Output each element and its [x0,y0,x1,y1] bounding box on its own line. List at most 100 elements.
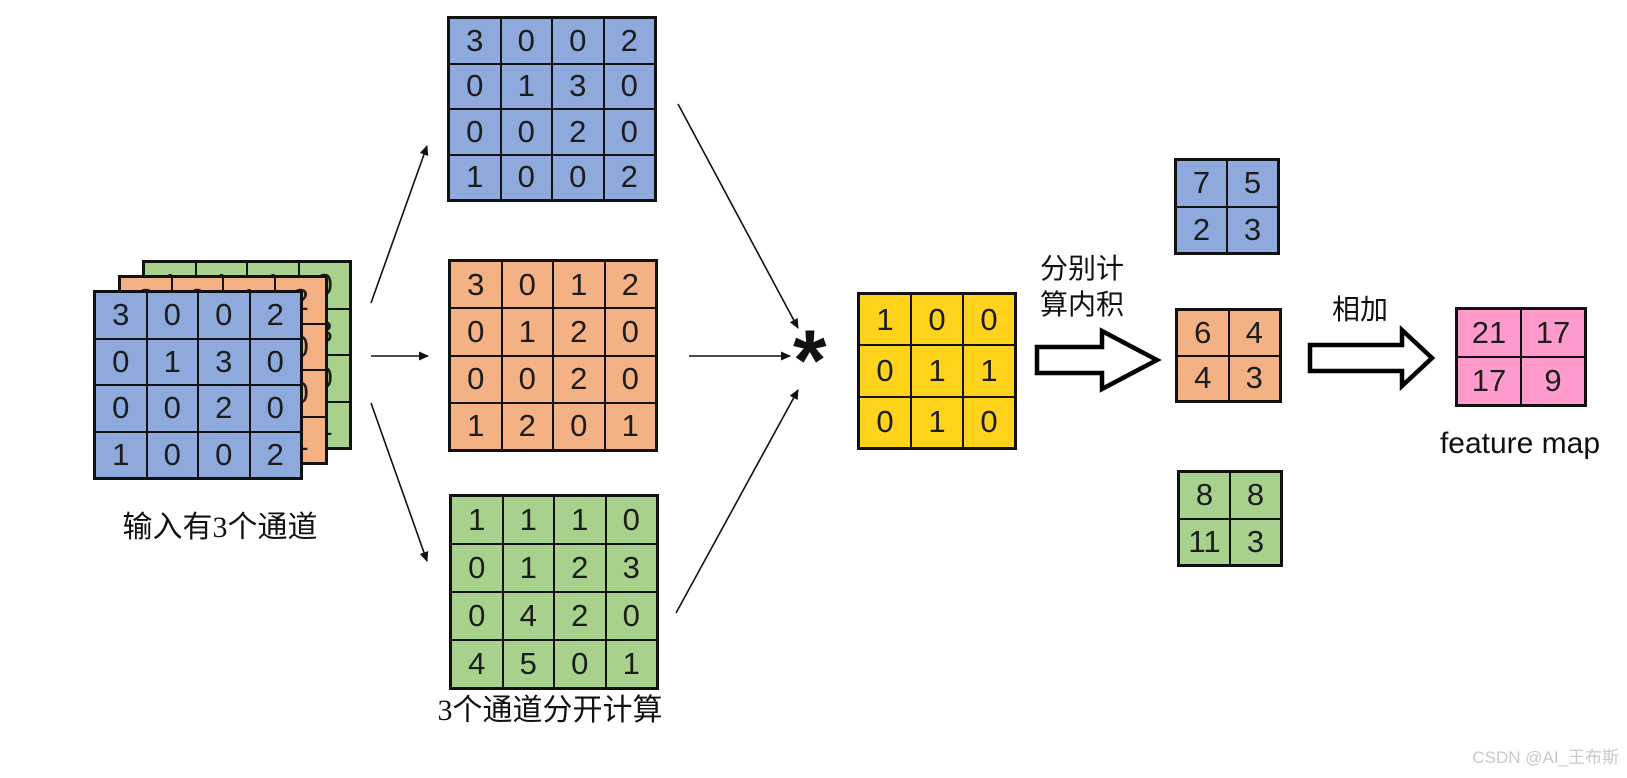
matrix-cell: 2 [553,355,605,403]
matrix-cell: 1 [911,396,963,448]
matrix-cell: 1 [859,294,911,346]
matrix-cell: 0 [249,385,301,432]
matrix-cell: 17 [1521,309,1585,357]
matrix-cell: 0 [603,109,655,155]
matrix-cell: 0 [146,431,198,478]
inner-product-label-line2: 算内积 [1039,290,1124,322]
matrix-cell: 1 [502,496,554,544]
matrix-cell: 1 [146,338,198,385]
matrix-cell: 0 [95,385,147,432]
arrow-input-to-green-channel [370,402,429,562]
matrix-cell: 0 [450,308,502,356]
matrix-cell: 3 [1230,518,1281,565]
matrix-cell: 0 [451,592,503,640]
matrix-cell: 2 [1176,206,1227,253]
matrix-cell: 3 [450,261,502,309]
matrix-cell: 6 [1177,310,1229,356]
matrix-cell: 2 [198,385,250,432]
matrix-cell: 1 [449,154,501,200]
matrix-cell: 2 [603,18,655,64]
matrix-cell: 0 [603,63,655,109]
matrix-cell: 2 [554,592,606,640]
input-label: 输入有3个通道 [122,511,318,544]
matrix-cell: 1 [604,402,656,450]
matrix-cell: 1 [963,345,1015,397]
matrix-cell: 0 [449,63,501,109]
matrix-cell: 11 [1179,518,1230,565]
matrix-cell: 7 [1176,160,1227,207]
matrix-cell: 8 [1179,472,1230,519]
matrix-cell: 2 [553,308,605,356]
matrix-cell: 8 [1230,472,1281,519]
arrow-green-channel-to-operator [675,389,799,614]
matrix-cell: 4 [1228,310,1280,356]
matrix-cell: 0 [604,355,656,403]
matrix-cell: 1 [605,640,657,688]
matrix-cell: 17 [1457,357,1521,405]
arrow-blue-channel-to-operator [677,103,799,329]
block-arrow-add [1307,324,1436,392]
matrix-cell: 0 [146,385,198,432]
matrix-cell: 0 [198,292,250,339]
matrix-cell: 1 [553,261,605,309]
matrix-cell: 0 [451,544,503,592]
matrix-cell: 3 [1228,355,1280,401]
matrix-cell: 1 [95,431,147,478]
matrix-cell: 0 [553,402,605,450]
matrix-cell: 0 [249,338,301,385]
matrix-cell: 3 [198,338,250,385]
matrix-cell: 0 [500,154,552,200]
matrix-cell: 0 [963,294,1015,346]
matrix-cell: 0 [501,261,553,309]
matrix-cell: 0 [450,355,502,403]
matrix-cell: 0 [552,18,604,64]
matrix-cell: 2 [554,544,606,592]
matrix-cell: 0 [146,292,198,339]
matrix-cell: 2 [603,154,655,200]
matrix-cell: 0 [605,496,657,544]
matrix-cell: 2 [604,261,656,309]
matrix-cell: 3 [95,292,147,339]
matrix-cell: 1 [450,402,502,450]
matrix-cell: 5 [502,640,554,688]
matrix-cell: 0 [604,308,656,356]
matrix-cell: 0 [859,345,911,397]
convolution-operator: * [793,313,827,409]
inner-product-label-line1: 分别计 [1039,254,1124,285]
matrix-cell: 2 [501,402,553,450]
matrix-cell: 3 [605,544,657,592]
matrix-cell: 0 [911,294,963,346]
matrix-cell: 4 [502,592,554,640]
matrix-cell: 2 [249,431,301,478]
add-label: 相加 [1331,295,1388,326]
matrix-cell: 0 [605,592,657,640]
matrix-cell: 0 [449,109,501,155]
watermark: CSDN @AI_王布斯 [1472,748,1619,767]
matrix-cell: 9 [1521,357,1585,405]
feature-map-caption: feature map [1439,427,1601,460]
matrix-cell: 0 [859,396,911,448]
block-arrow-inner-product [1034,327,1162,393]
matrix-cell: 3 [449,18,501,64]
matrix-cell: 1 [911,345,963,397]
matrix-cell: 1 [501,308,553,356]
matrix-cell: 1 [554,496,606,544]
matrix-cell: 0 [554,640,606,688]
matrix-cell: 0 [500,109,552,155]
inner-product-label: 分别计 算内积 [1012,252,1152,325]
matrix-cell: 1 [502,544,554,592]
matrix-cell: 0 [198,431,250,478]
channels-label: 3个通道分开计算 [437,694,663,727]
matrix-cell: 0 [501,355,553,403]
matrix-cell: 1 [451,496,503,544]
